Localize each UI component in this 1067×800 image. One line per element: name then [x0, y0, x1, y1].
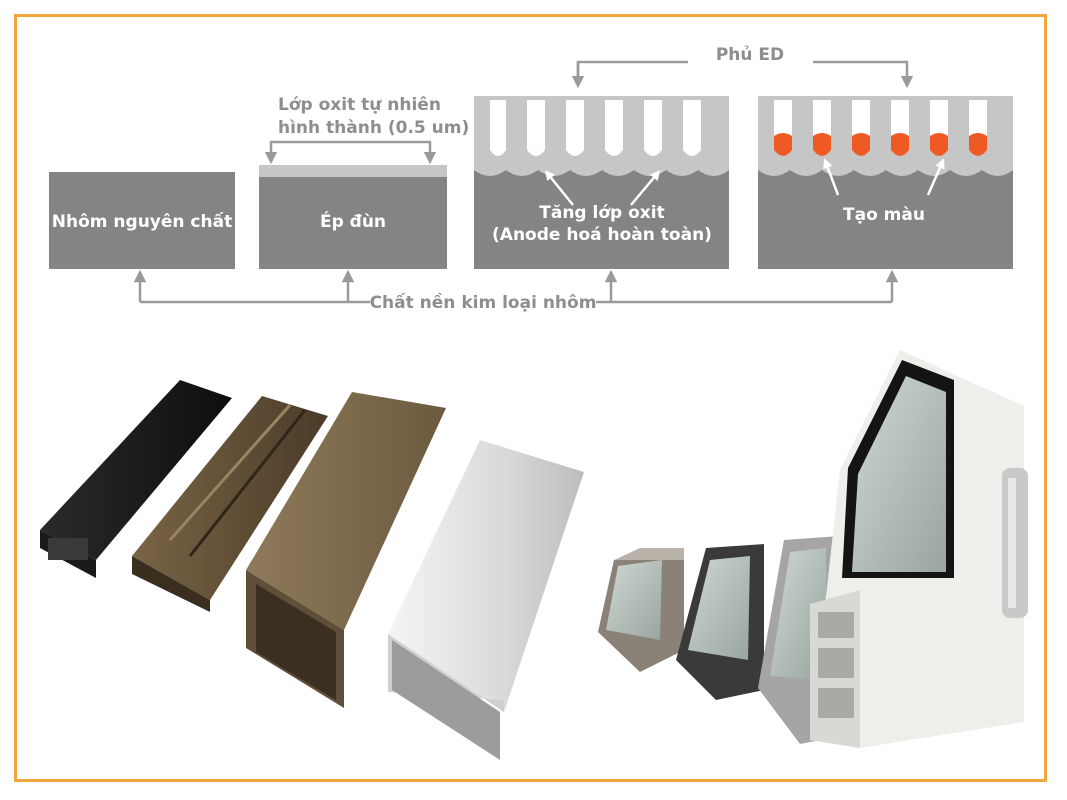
block-extrusion-label: Ép đùn	[320, 210, 386, 232]
block-pure-aluminium-label: Nhôm nguyên chất	[52, 211, 232, 232]
block-anodized-label-line2: (Anode hoá hoàn toàn)	[492, 225, 712, 245]
ed-coating-bracket: Phủ ED	[571, 45, 914, 89]
block-pure-aluminium: Nhôm nguyên chất	[49, 172, 235, 269]
substrate-bracket: Chất nền kim loại nhôm	[133, 269, 899, 313]
block-anodized: Tăng lớp oxit (Anode hoá hoàn toàn)	[474, 96, 729, 269]
aluminium-profiles-photo	[40, 380, 584, 760]
substrate-label: Chất nền kim loại nhôm	[370, 292, 597, 313]
natural-oxide-label-line1: Lớp oxit tự nhiên	[278, 95, 441, 115]
natural-oxide-callout: Lớp oxit tự nhiên hình thành (0.5 um)	[264, 95, 469, 165]
block-anodized-label-line1: Tăng lớp oxit	[539, 203, 664, 223]
window-frame-sections-photo	[598, 350, 1028, 748]
block-coloring-label: Tạo màu	[843, 205, 925, 225]
image-frame	[14, 14, 1047, 782]
ed-coating-label: Phủ ED	[716, 45, 784, 65]
block-coloring: Tạo màu	[758, 96, 1013, 269]
dye-pores	[774, 100, 987, 156]
natural-oxide-label-line2: hình thành (0.5 um)	[278, 118, 469, 138]
block-extrusion: Ép đùn	[259, 165, 447, 269]
oxide-pores	[490, 100, 701, 156]
